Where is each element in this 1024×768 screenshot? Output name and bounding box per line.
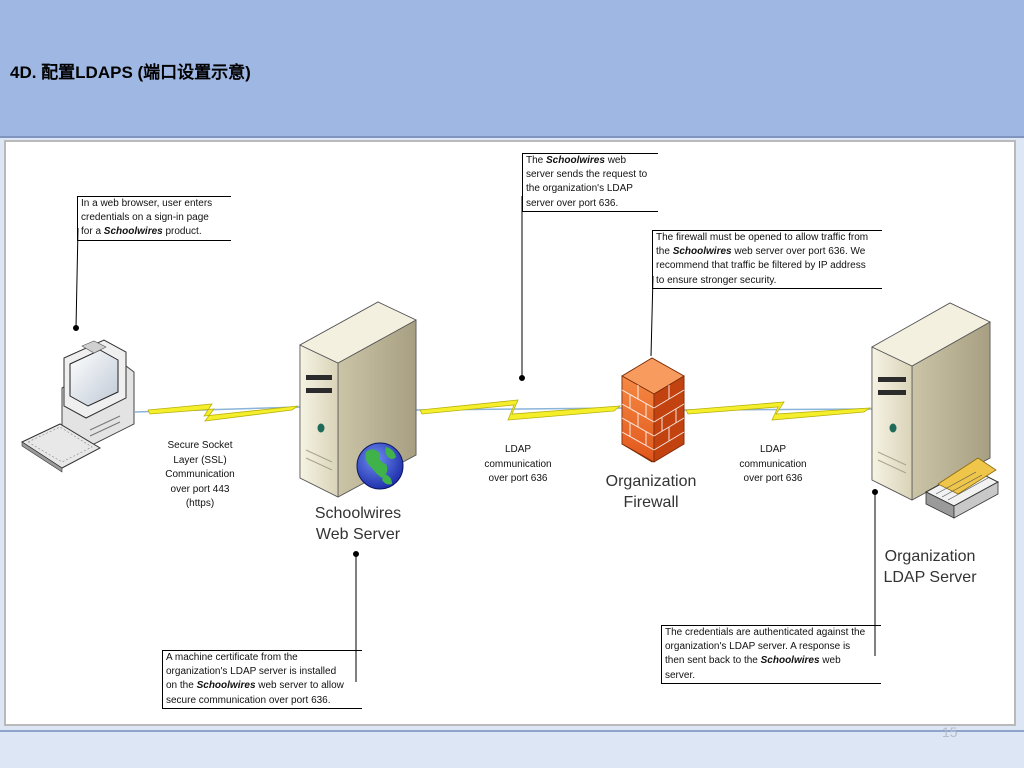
lightning-bolt-icon [147,403,299,422]
callout-firewall-rule: The firewall must be opened to allow tra… [652,230,882,289]
lightning-bolt-icon [419,399,622,421]
lightning-bolt-icon [685,401,872,421]
server-tower-icon [871,302,991,501]
ldap-connection-label-1: LDAP communication over port 636 [484,444,552,484]
slide-header: 4D. 配置LDAPS (端口设置示意) [0,0,1024,138]
ssl-connection-label: Secure Socket Layer (SSL) Communication … [165,440,235,509]
callout-user-signin: In a web browser, user enters credential… [77,196,231,241]
desktop-computer-icon [20,339,135,473]
ssl-link [134,403,301,422]
ldap-link-firewall-server [683,401,873,421]
directory-tray-icon [924,457,1000,519]
ldap-server-label: Organization LDAP Server [883,548,977,586]
firewall-label: Organization Firewall [605,473,697,511]
web-server-label: Schoolwires Web Server [314,505,402,543]
callout-certificate: A machine certificate from the organizat… [162,650,362,709]
ldap-connection-label-2: LDAP communication over port 636 [739,444,807,484]
callout-leaders [73,196,878,682]
brick-firewall-icon [621,357,685,463]
diagram-canvas [4,140,1016,726]
globe-icon [356,442,404,490]
callout-webserver-request: The Schoolwires web server sends the req… [522,153,658,212]
page-number: 15 [942,724,958,740]
ldap-link-web-firewall [414,399,623,421]
slide-title: 4D. 配置LDAPS (端口设置示意) [10,63,251,82]
footer-divider [0,730,1024,732]
callout-authentication: The credentials are authenticated agains… [661,625,881,684]
